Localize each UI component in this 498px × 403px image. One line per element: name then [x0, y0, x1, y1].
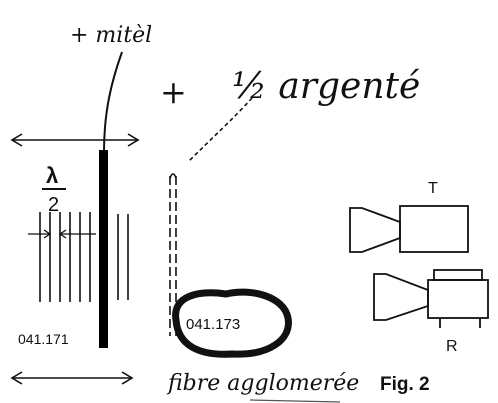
spacing-arrows: [28, 229, 96, 239]
wire-grid: [39, 212, 129, 302]
metal-annotation: + mitèl: [70, 23, 152, 48]
transmitter-horn: [349, 205, 469, 253]
part-number-circle: [172, 288, 292, 358]
metal-plate: [99, 150, 108, 348]
transmitter-label: T: [428, 180, 438, 197]
part-number-middle: 041.173: [186, 316, 240, 333]
metal-pointer-line: [103, 51, 123, 153]
figure-label: Fig. 2: [380, 374, 430, 395]
receiver-label: R: [446, 338, 458, 355]
lambda-numerator: λ: [46, 163, 58, 188]
fibre-underline: [249, 399, 341, 403]
plus-annotation: +: [160, 73, 187, 111]
half-silvered-annotation: ½ argenté: [232, 66, 420, 107]
bottom-width-arrow: [10, 371, 134, 385]
fibre-annotation: fibre agglomerée: [166, 371, 359, 396]
part-number-left: 041.171: [18, 331, 69, 347]
receiver-horn: [373, 269, 489, 328]
top-width-arrow: [10, 133, 140, 147]
lambda-denominator: 2: [48, 194, 59, 216]
half-silvered-pointer: [187, 97, 253, 163]
lambda-over-two: λ 2: [42, 163, 66, 216]
